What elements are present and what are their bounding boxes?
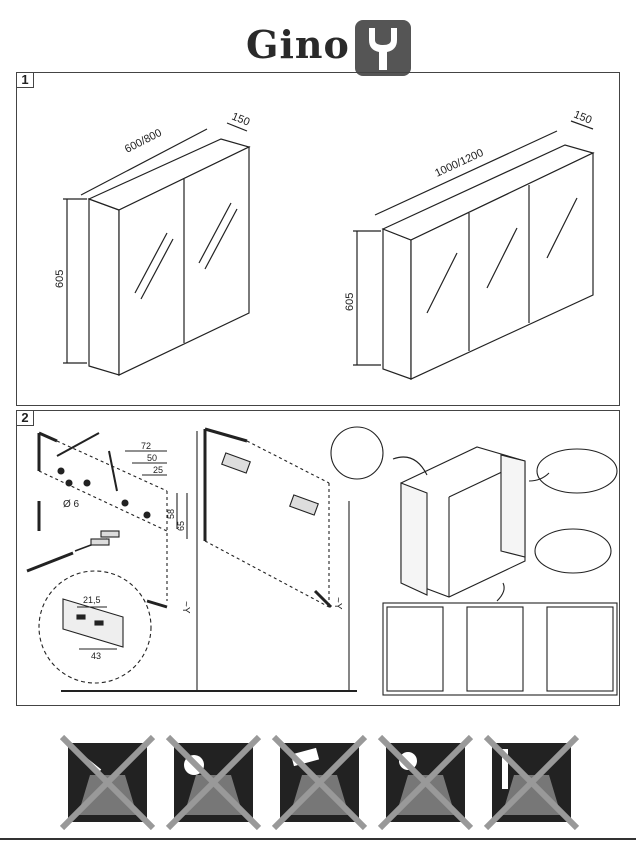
drill-diameter: Ø 6 — [63, 499, 80, 510]
wrench-icon — [355, 20, 411, 76]
small-width-label: 600/800 — [123, 127, 164, 156]
footer-rule — [0, 838, 636, 840]
step1-panel: 1 600/800 150 605 — [16, 72, 620, 406]
large-height-label: 605 — [344, 293, 356, 311]
brand-name: Gino — [246, 22, 350, 67]
no-heat-icon — [484, 735, 579, 830]
bracket-dim-21: 21,5 — [83, 595, 101, 605]
header: Gino — [0, 8, 636, 76]
dim-25: 25 — [153, 465, 163, 475]
care-warnings — [60, 735, 580, 830]
no-water-pouring-icon — [272, 735, 367, 830]
no-solvent-spray-icon — [60, 735, 155, 830]
cabinet-large — [353, 120, 595, 380]
dim-65: 65 — [176, 521, 186, 531]
cabinet-small — [63, 122, 251, 376]
large-width-label: 1000/1200 — [433, 147, 485, 180]
small-height-label: 605 — [54, 270, 66, 288]
no-shower-spray-icon — [378, 735, 473, 830]
bracket-dim-43: 43 — [91, 651, 101, 661]
no-sunlight-icon — [166, 735, 261, 830]
step2-number: 2 — [17, 411, 34, 426]
cabinet-dimensions-drawing: 600/800 150 605 1000/1200 150 605 — [54, 109, 595, 380]
level-mark-2: ~Y — [332, 597, 343, 610]
dim-72: 72 — [141, 441, 151, 451]
large-depth-label: 150 — [572, 109, 594, 127]
level-mark-1: ~Y — [180, 601, 191, 614]
step2-panel: 2 — [16, 410, 620, 706]
step1-number: 1 — [17, 73, 34, 88]
dim-58: 58 — [166, 509, 176, 519]
mounting-instructions-drawing: 72 50 25 58 65 Ø 6 ~Y ~Y 21,5 43 — [26, 426, 618, 696]
dim-50: 50 — [147, 453, 157, 463]
